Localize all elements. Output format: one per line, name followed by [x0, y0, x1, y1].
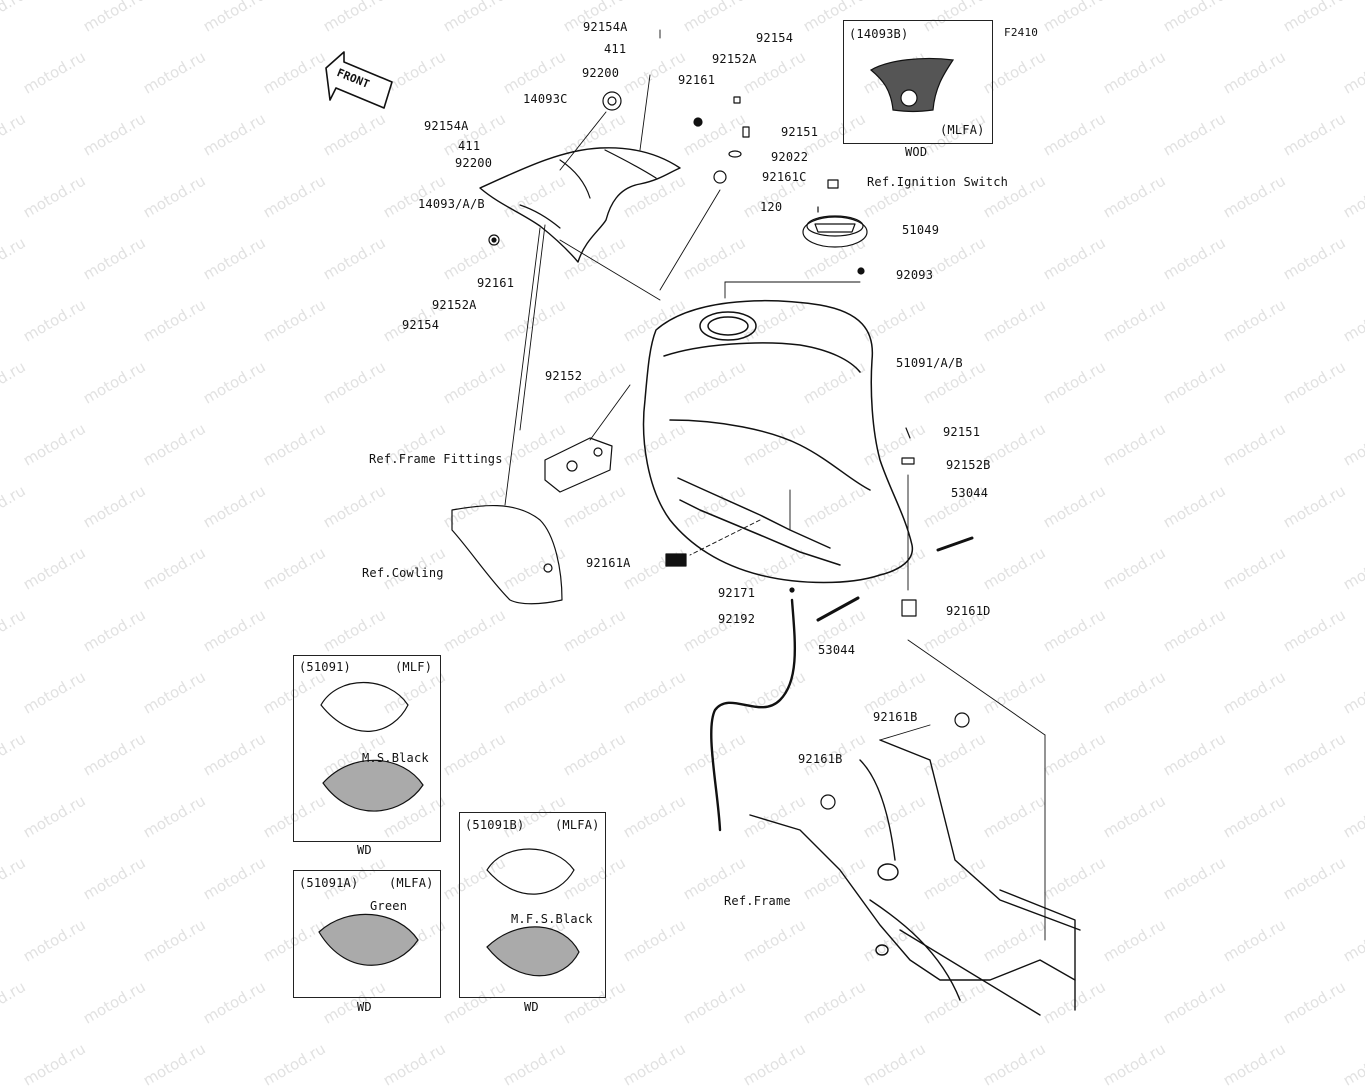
cowling-part: [451, 505, 563, 605]
part-92154-left: 92154: [402, 318, 440, 332]
inset-51091a-variant: (MLFA): [389, 876, 434, 890]
inset-14093b-variant: (MLFA): [940, 123, 985, 137]
ref-ignition-switch: Ref.Ignition Switch: [867, 175, 1009, 189]
inset-51091b-drawing: [486, 848, 580, 977]
part-92152a-top: 92152A: [712, 52, 757, 66]
watermark-text: motod.ru: [1100, 1039, 1169, 1090]
watermark-text: motod.ru: [1340, 1039, 1365, 1090]
inset-51091-color: M.S.Black: [362, 751, 429, 765]
ref-frame-fittings: Ref.Frame Fittings: [369, 452, 503, 466]
part-92152b: 92152B: [946, 458, 991, 472]
part-92200-left: 92200: [455, 156, 493, 170]
inset-51091-drawing: [320, 682, 424, 812]
watermark-text: motod.ru: [740, 1039, 809, 1090]
part-92093: 92093: [896, 268, 934, 282]
inset-51091b-code: (51091B): [465, 818, 525, 832]
inset-51091b-market: WD: [524, 1000, 539, 1014]
part-92151-right: 92151: [943, 425, 981, 439]
part-92154-top: 92154: [756, 31, 794, 45]
part-92161c: 92161C: [762, 170, 807, 184]
part-92152-mid: 92152: [545, 369, 583, 383]
inset-14093b: [843, 20, 993, 144]
part-53044-mid: 53044: [818, 643, 856, 657]
frame-part: [749, 739, 1081, 1016]
part-92161d: 92161D: [946, 604, 991, 618]
part-92022: 92022: [771, 150, 809, 164]
inset-51091-market: WD: [357, 843, 372, 857]
part-51091ab: 51091/A/B: [896, 356, 963, 370]
tank-cover-part: [479, 147, 681, 263]
ref-cowling: Ref.Cowling: [362, 566, 444, 580]
watermark-text: motod.ru: [380, 1039, 449, 1090]
parts-diagram: [325, 29, 1081, 1016]
watermark-text: motod.ru: [1220, 1039, 1289, 1090]
inset-14093b-drawing: [869, 57, 955, 113]
part-53044-right: 53044: [951, 486, 989, 500]
watermark-text: motod.ru: [140, 1039, 209, 1090]
part-92161a: 92161A: [586, 556, 631, 570]
part-411-top: 411: [604, 42, 627, 56]
inset-51091-variant: (MLF): [395, 660, 433, 674]
inset-51091a-code: (51091A): [299, 876, 359, 890]
part-92161-left: 92161: [477, 276, 515, 290]
fuel-tank-part: [642, 300, 914, 584]
part-14093c: 14093C: [523, 92, 568, 106]
inset-14093b-market: WOD: [905, 145, 928, 159]
part-92161-top: 92161: [678, 73, 716, 87]
part-92161b-lower: 92161B: [798, 752, 843, 766]
inset-51091: [293, 655, 441, 842]
part-92171: 92171: [718, 586, 756, 600]
front-arrow-icon: [325, 51, 393, 109]
watermark-text: motod.ru: [860, 1039, 929, 1090]
fuel-cap-part: [802, 215, 868, 248]
inset-51091b-color: M.F.S.Black: [511, 912, 593, 926]
figure-code: F2410: [1004, 26, 1039, 39]
part-92161b-upper: 92161B: [873, 710, 918, 724]
inset-51091a-color: Green: [370, 899, 408, 913]
ref-frame: Ref.Frame: [724, 894, 791, 908]
inset-51091a-market: WD: [357, 1000, 372, 1014]
inset-51091a: [293, 870, 441, 998]
inset-51091a-drawing: [318, 913, 419, 966]
inset-14093b-code: (14093B): [849, 27, 909, 41]
inset-51091-code: (51091): [299, 660, 351, 674]
frame-fitting-part: [544, 437, 613, 493]
part-92151-top: 92151: [781, 125, 819, 139]
part-92152a-left: 92152A: [432, 298, 477, 312]
part-92200-top: 92200: [582, 66, 620, 80]
watermark-text: motod.ru: [20, 1039, 89, 1090]
part-411-left: 411: [458, 139, 481, 153]
part-92192: 92192: [718, 612, 756, 626]
watermark-text: motod.ru: [620, 1039, 689, 1090]
part-51049: 51049: [902, 223, 940, 237]
watermark-text: motod.ru: [500, 1039, 569, 1090]
watermark-text: motod.ru: [980, 1039, 1049, 1090]
part-14093ab: 14093/A/B: [418, 197, 485, 211]
part-120: 120: [760, 200, 783, 214]
watermark-text: motod.ru: [260, 1039, 329, 1090]
part-92154a-top: 92154A: [583, 20, 628, 34]
inset-51091b: [459, 812, 606, 998]
part-92154a-left: 92154A: [424, 119, 469, 133]
inset-51091b-variant: (MLFA): [555, 818, 600, 832]
